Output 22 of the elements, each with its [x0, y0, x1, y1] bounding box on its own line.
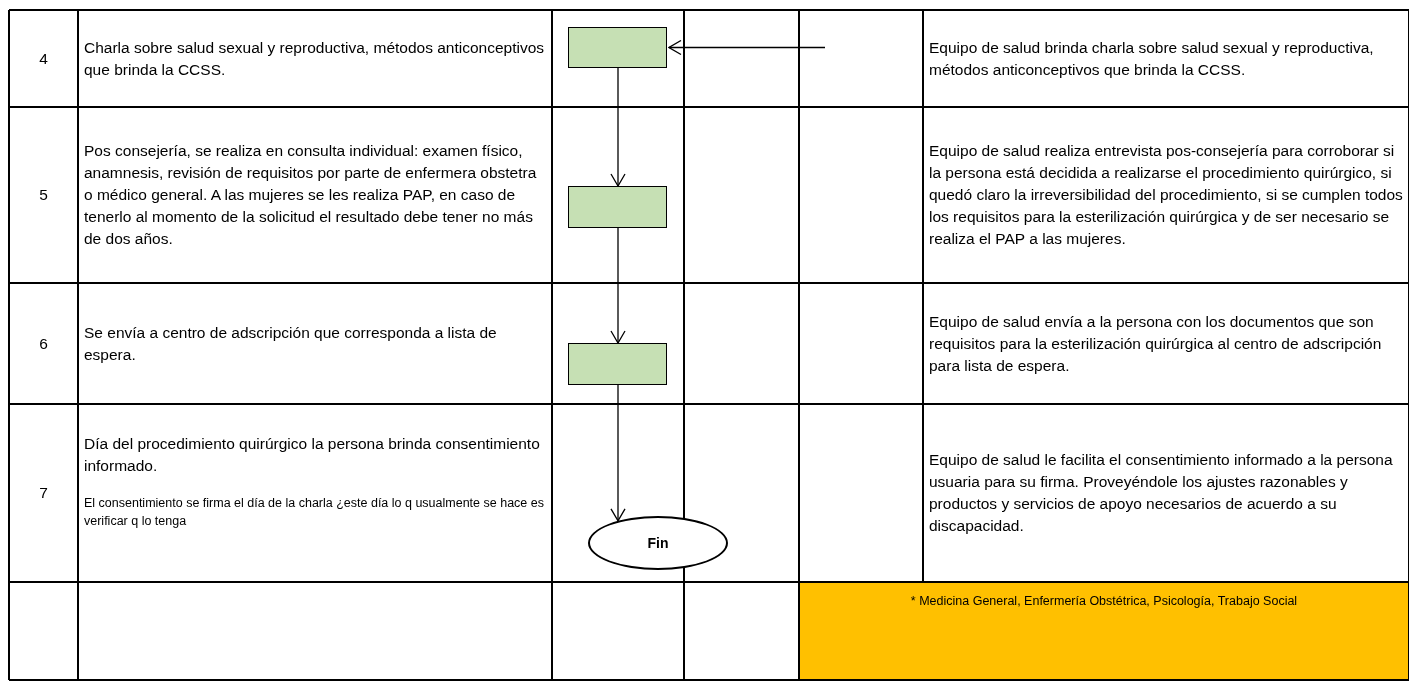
activity-text: Charla sobre salud sexual y reproductiva, métodos anticonceptivos que brinda la CCSS. [84, 37, 546, 80]
description-text: Equipo de salud realiza entrevista pos-consejería para corroborar si la persona está decidida a realizarse el procedimiento quirúrgico, si quedó claro la irreversibilidad del procedimiento, si se cumplen todos los requisitos para la esterilización quirúrgica y de ser necesario se realiza el PAP a las mujeres. [929, 141, 1404, 249]
activity-text: Día del procedimiento quirúrgico la persona brinda consentimiento informado. [84, 434, 541, 476]
process-box [568, 27, 667, 68]
arrow [610, 227, 626, 344]
footnote: * Medicina General, Enfermería Obstétrica, Psicología, Trabajo Social [799, 582, 1409, 680]
step-number: 7 [38, 483, 49, 503]
step-number: 5 [38, 185, 49, 205]
step-number: 4 [38, 48, 49, 69]
end-terminator: Fin [588, 516, 728, 570]
process-box [568, 343, 667, 385]
arrow [610, 67, 626, 187]
description-text: Equipo de salud brinda charla sobre salud sexual y reproductiva, métodos anticonceptivos que brinda la CCSS. [929, 37, 1375, 80]
activity-text: Pos consejería, se realiza en consulta individual: examen físico, anamnesis, revisión de requisitos por parte de enfermera obstetra o médico general. A las mujeres se les realiza PAP, en caso de tenerlo al momento de la solicitud el resultado debe tener no más de dos años. [84, 141, 538, 249]
process-box [568, 186, 667, 228]
step-number: 6 [38, 333, 49, 354]
activity-text: Se envía a centro de adscripción que corresponda a lista de espera. [84, 322, 498, 365]
note-text: El consentimiento se firma el día de la charla ¿este día lo q usualmente se hace es verificar q lo tenga [84, 494, 545, 530]
arrow [610, 384, 626, 522]
description-text: Equipo de salud envía a la persona con los documentos que son requisitos para la esterilización quirúrgica al centro de adscripción para lista de espera. [929, 311, 1383, 376]
arrow [668, 39, 826, 56]
description-text: Equipo de salud le facilita el consentimiento informado a la persona usuaria para su firma. Proveyéndole los ajustes razonables y productos y servicios de apoyo necesarios de acuerdo a su discapacidad. [929, 450, 1394, 536]
